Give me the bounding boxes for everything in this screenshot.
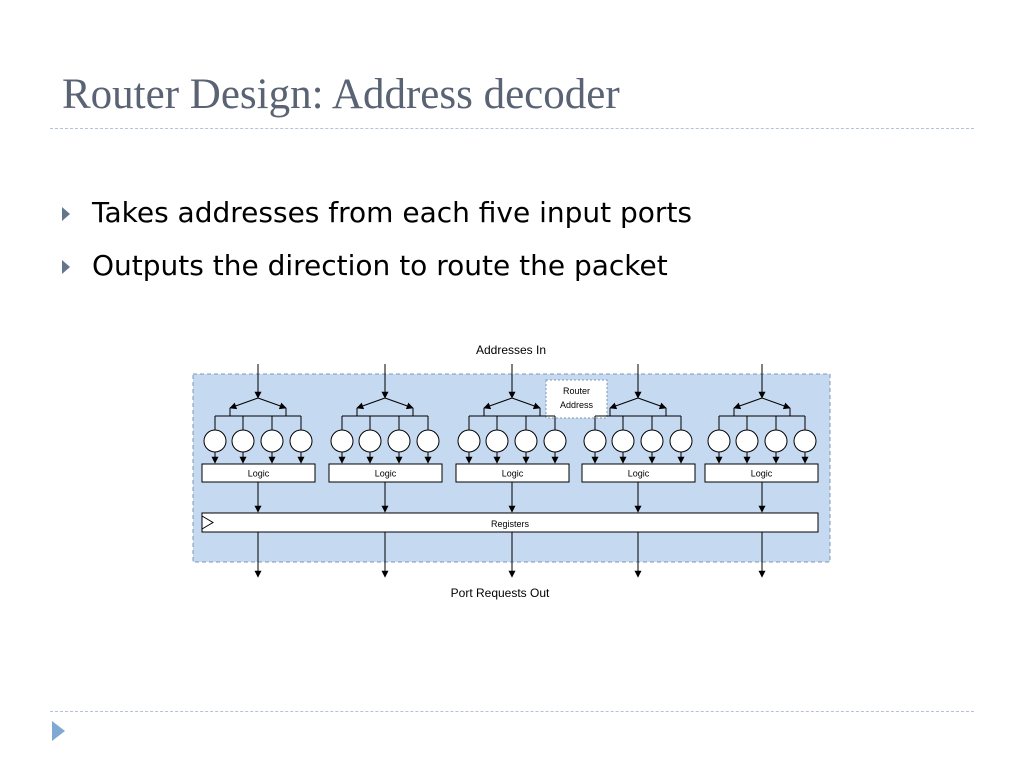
fanout-wire	[257, 397, 287, 410]
registers-label: Registers	[491, 519, 530, 529]
comparator-node	[485, 429, 509, 453]
port-requests-out-label: Port Requests Out	[451, 586, 550, 600]
footer-divider	[50, 711, 974, 712]
fanout-wire	[511, 397, 541, 410]
fanout-wire	[637, 397, 667, 410]
fanout-wire	[483, 397, 513, 410]
port-lanes: Logic Logic Logic Logic Logic	[201, 364, 819, 578]
router-address-line-1: Router	[563, 386, 590, 396]
fanout-wire	[356, 397, 386, 410]
fanout-wire	[609, 397, 639, 410]
comparator-node	[289, 429, 313, 453]
fanout-wire	[384, 397, 414, 410]
comparator-node	[640, 429, 664, 453]
comparator-node	[583, 429, 607, 453]
comparator-node	[543, 429, 567, 453]
logic-label: Logic	[502, 469, 524, 479]
comparator-node	[764, 429, 788, 453]
comparator-node	[231, 429, 255, 453]
logic-label: Logic	[628, 469, 650, 479]
comparator-node	[260, 429, 284, 453]
bullet-text: Takes addresses from each five input por…	[92, 196, 693, 229]
comparator-node	[203, 429, 227, 453]
fanout-wire	[229, 397, 259, 410]
slide-title: Router Design: Address decoder	[62, 71, 620, 118]
router-address-box: Router Address	[545, 379, 608, 419]
slide-nav-arrow-icon[interactable]	[52, 721, 65, 741]
comparator-node	[387, 429, 411, 453]
comparator-node	[457, 429, 481, 453]
title-divider	[50, 128, 974, 129]
comparator-node	[358, 429, 382, 453]
router-address-line-2: Address	[560, 400, 594, 410]
comparator-node	[793, 429, 817, 453]
comparator-node	[707, 429, 731, 453]
fanout-wire	[733, 397, 763, 410]
fanout-wire	[761, 397, 791, 410]
triangle-bullet-icon	[62, 207, 70, 221]
triangle-bullet-icon	[62, 260, 70, 274]
logic-label: Logic	[248, 469, 270, 479]
comparator-node	[330, 429, 354, 453]
bullet-text: Outputs the direction to route the packe…	[92, 249, 668, 282]
comparator-node	[669, 429, 693, 453]
addresses-in-label: Addresses In	[476, 343, 546, 357]
comparator-node	[735, 429, 759, 453]
comparator-node	[514, 429, 538, 453]
logic-label: Logic	[375, 469, 397, 479]
clock-symbol	[201, 515, 214, 530]
registers-block: Registers	[201, 512, 819, 533]
comparator-node	[416, 429, 440, 453]
logic-label: Logic	[751, 469, 773, 479]
comparator-node	[611, 429, 635, 453]
